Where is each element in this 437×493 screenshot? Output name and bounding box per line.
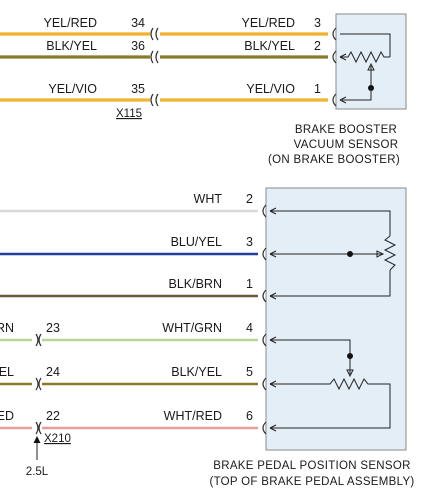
- vac-left-pin-3: 35: [131, 82, 145, 96]
- pedal-sensor-caption-1: BRAKE PEDAL POSITION SENSOR: [213, 460, 410, 472]
- pedal-right-label-1: WHT: [194, 192, 223, 206]
- pedal-sensor-caption-2: (TOP OF BRAKE PEDAL ASSEMBLY): [209, 476, 414, 488]
- vac-right-pin-1: 3: [314, 16, 321, 30]
- pedal-right-pin-5: 5: [246, 365, 253, 379]
- vacuum-sensor-caption-1: BRAKE BOOSTER: [295, 124, 397, 136]
- vacuum-sensor-circuit: [339, 33, 391, 104]
- vac-right-pin-2: 2: [314, 39, 321, 53]
- pedal-right-pin-2: 3: [246, 235, 253, 249]
- vac-right-pin-3: 1: [314, 82, 321, 96]
- connector-x115-label: X115: [116, 108, 142, 120]
- pedal-sensor-terminals: [262, 204, 267, 435]
- pedal-right-label-4: WHT/GRN: [162, 321, 222, 335]
- vac-right-label-1: YEL/RED: [242, 16, 296, 30]
- pedal-right-label-5: BLK/YEL: [171, 365, 222, 379]
- pedal-right-pin-3: 1: [246, 277, 253, 291]
- vac-left-pin-1: 34: [131, 16, 145, 30]
- vac-left-label-3: YEL/VIO: [48, 82, 97, 96]
- pedal-right-pin-4: 4: [246, 321, 253, 335]
- connector-x115: [150, 27, 159, 107]
- engine-arrow-icon: [33, 436, 41, 460]
- connector-x210: [35, 333, 42, 435]
- vacuum-sensor-caption-2: VACUUM SENSOR: [294, 139, 399, 151]
- pedal-left-label-5: EL: [0, 365, 14, 379]
- connector-x210-label: X210: [44, 433, 71, 445]
- pedal-right-label-6: WHT/RED: [164, 409, 222, 423]
- vacuum-sensor-caption-3: (ON BRAKE BOOSTER): [268, 154, 400, 166]
- pedal-sensor-circuit-1: [269, 207, 397, 300]
- vac-left-label-1: YEL/RED: [44, 16, 98, 30]
- pedal-right-pin-6: 6: [246, 409, 253, 423]
- pedal-right-label-3: BLK/BRN: [169, 277, 223, 291]
- pedal-sensor-circuit-2: [269, 336, 391, 432]
- engine-label: 2.5L: [26, 466, 49, 478]
- vac-right-label-3: YEL/VIO: [246, 82, 295, 96]
- pedal-right-pin-1: 2: [246, 192, 253, 206]
- pedal-right-label-2: BLU/YEL: [171, 235, 222, 249]
- pedal-left-pin-5: 24: [46, 365, 60, 379]
- pedal-left-label-6: ED: [0, 409, 14, 423]
- pedal-left-pin-6: 22: [46, 409, 60, 423]
- pedal-left-label-4: RN: [0, 321, 14, 335]
- vac-left-pin-2: 36: [131, 39, 145, 53]
- vac-left-label-2: BLK/YEL: [46, 39, 97, 53]
- vacuum-sensor-terminals: [332, 27, 337, 107]
- pedal-sensor-box: [265, 187, 407, 451]
- pedal-left-pin-4: 23: [46, 321, 60, 335]
- vac-right-label-2: BLK/YEL: [244, 39, 295, 53]
